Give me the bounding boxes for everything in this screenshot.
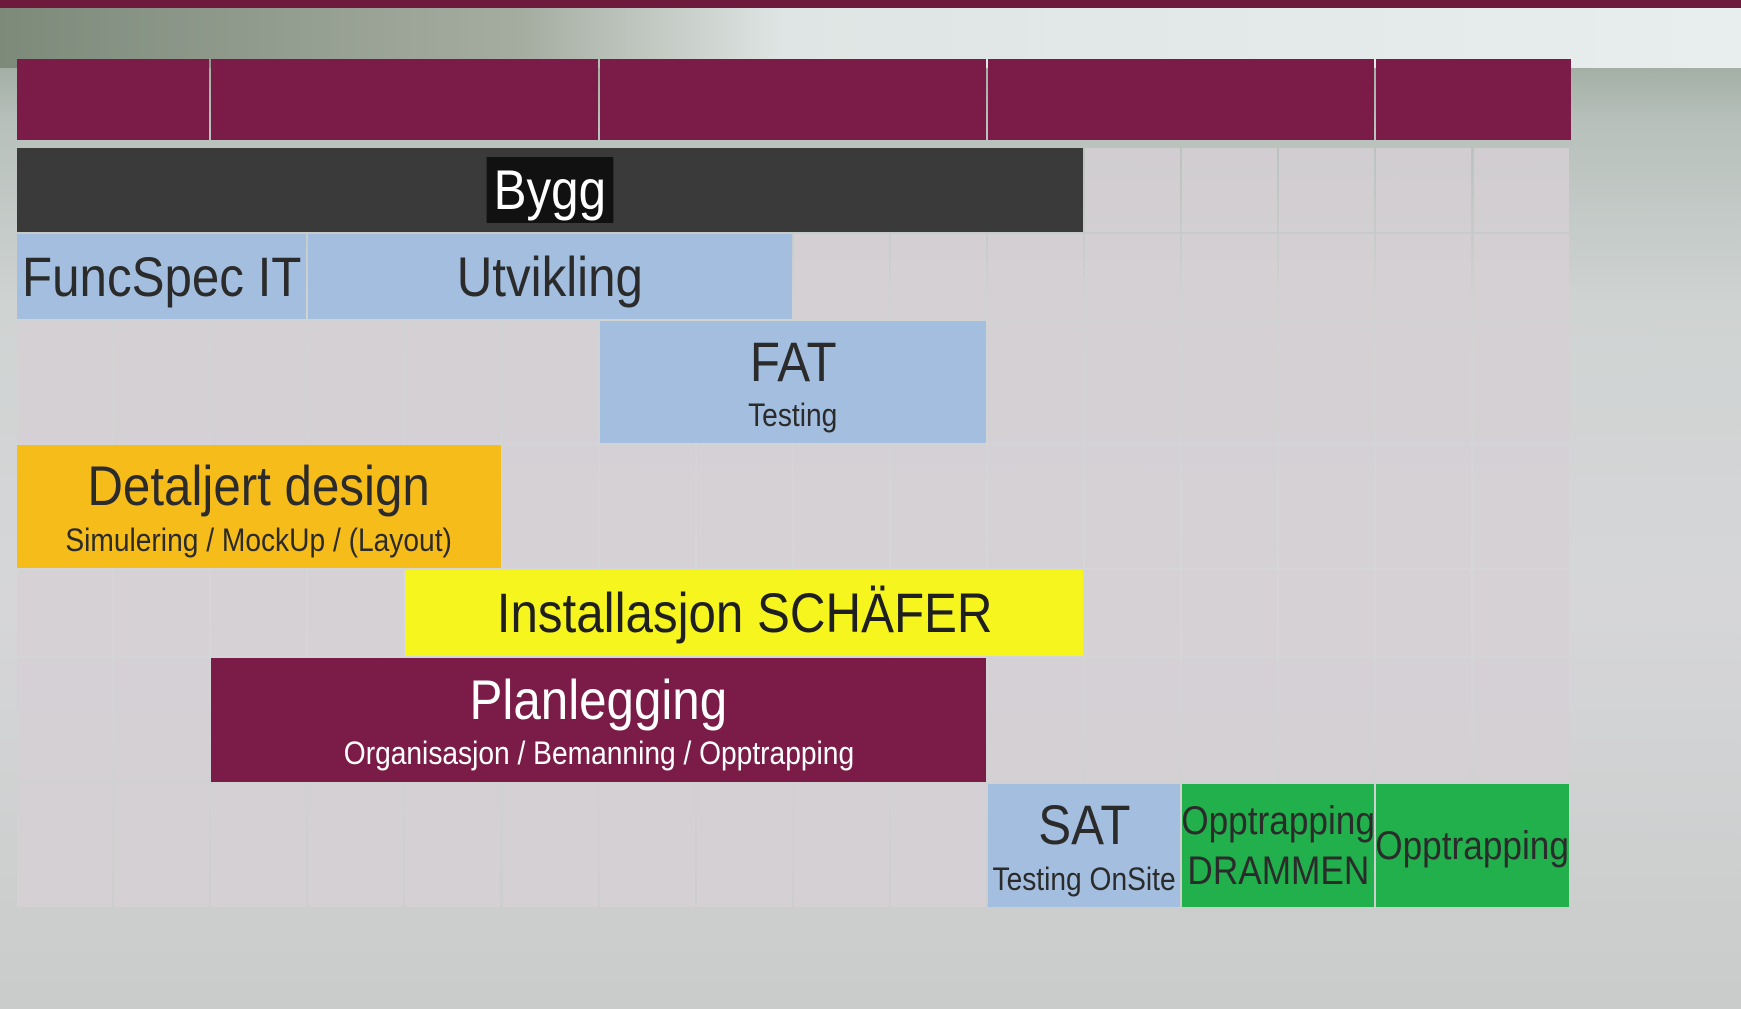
grid-cell [1473, 658, 1569, 782]
grid-cell [17, 658, 113, 782]
grid-cell [1182, 148, 1278, 232]
task-subtitle: Simulering / MockUp / (Layout) [65, 521, 453, 558]
grid-cell [1085, 445, 1181, 568]
task-bar-bygg: Bygg [17, 148, 1084, 232]
grid-cell [1376, 321, 1472, 443]
grid-cell [1473, 148, 1569, 232]
grid-cell [502, 784, 598, 907]
year-header-0 [17, 59, 210, 140]
grid-cell [988, 445, 1084, 568]
year-header-2 [599, 59, 986, 140]
grid-cell [1376, 445, 1472, 568]
grid-cell [405, 784, 501, 907]
grid-cell [502, 445, 598, 568]
grid-cell [793, 784, 889, 907]
task-title: Detaljert design [87, 454, 430, 518]
grid-cell [17, 570, 113, 656]
grid-cell [1085, 658, 1181, 782]
grid-cell [1085, 148, 1181, 232]
grid-cell [1376, 148, 1472, 232]
grid-cell [1473, 445, 1569, 568]
grid-cell [308, 784, 404, 907]
task-title: SAT [1037, 793, 1131, 857]
grid-cell [308, 321, 404, 443]
task-title: FuncSpec IT [21, 244, 302, 308]
grid-cell [1376, 570, 1472, 656]
task-bar-installasjon-sch-fer: Installasjon SCHÄFER [405, 570, 1084, 656]
task-title: Opptrapping [1375, 823, 1570, 868]
grid-cell [1182, 234, 1278, 319]
grid-cell [17, 321, 113, 443]
grid-cell [988, 321, 1084, 443]
background-photo [0, 8, 1741, 68]
task-bar-opptrapping: Opptrapping [1375, 784, 1570, 907]
grid-cell [114, 658, 210, 782]
task-bar-utvikling: Utvikling [308, 234, 792, 319]
task-title: Bygg [486, 157, 614, 223]
task-bar-funcspec-it: FuncSpec IT [17, 234, 307, 319]
grid-cell [1182, 445, 1278, 568]
grid-cell [1182, 570, 1278, 656]
year-header-3 [988, 59, 1375, 140]
grid-cell [1279, 321, 1375, 443]
task-bar-fat: FAT Testing [599, 321, 986, 443]
grid-cell [114, 570, 210, 656]
task-title: FAT [749, 329, 837, 393]
year-header-4 [1376, 59, 1571, 140]
grid-cell [211, 570, 307, 656]
grid-cell [696, 445, 792, 568]
grid-cell [1182, 658, 1278, 782]
grid-cell [1182, 321, 1278, 443]
grid-cell [17, 784, 113, 907]
grid-cell [1085, 570, 1181, 656]
grid-cell [890, 784, 986, 907]
grid-cell [890, 445, 986, 568]
grid-cell [1279, 570, 1375, 656]
grid-cell [211, 321, 307, 443]
grid-cell [308, 570, 404, 656]
top-banner-strip [0, 0, 1741, 8]
task-subtitle: DRAMMEN [1187, 848, 1370, 893]
grid-cell [1279, 148, 1375, 232]
grid-cell [1279, 445, 1375, 568]
grid-cell [890, 234, 986, 319]
grid-cell [114, 321, 210, 443]
grid-cell [793, 234, 889, 319]
grid-cell [793, 445, 889, 568]
task-title: Planlegging [469, 667, 728, 731]
task-subtitle: Organisasjon / Bemanning / Opptrapping [343, 735, 854, 772]
grid-cell [1473, 234, 1569, 319]
grid-cell [988, 658, 1084, 782]
grid-cell [1279, 658, 1375, 782]
grid-cell [1085, 234, 1181, 319]
grid-cell [1376, 658, 1472, 782]
task-subtitle: Testing [748, 397, 838, 434]
year-header-1 [211, 59, 598, 140]
grid-cell [1279, 234, 1375, 319]
grid-cell [1473, 321, 1569, 443]
task-subtitle: Testing OnSite [992, 860, 1176, 897]
task-title: Utvikling [456, 244, 644, 308]
task-title: Opptrapping [1181, 798, 1376, 843]
grid-cell [696, 784, 792, 907]
grid-cell [211, 784, 307, 907]
grid-cell [1376, 234, 1472, 319]
grid-cell [114, 784, 210, 907]
task-title: Installasjon SCHÄFER [496, 581, 993, 645]
grid-cell [1085, 321, 1181, 443]
grid-cell [599, 445, 695, 568]
grid-cell [988, 234, 1084, 319]
grid-cell [502, 321, 598, 443]
grid-cell [405, 321, 501, 443]
grid-cell [599, 784, 695, 907]
grid-cell [1473, 570, 1569, 656]
